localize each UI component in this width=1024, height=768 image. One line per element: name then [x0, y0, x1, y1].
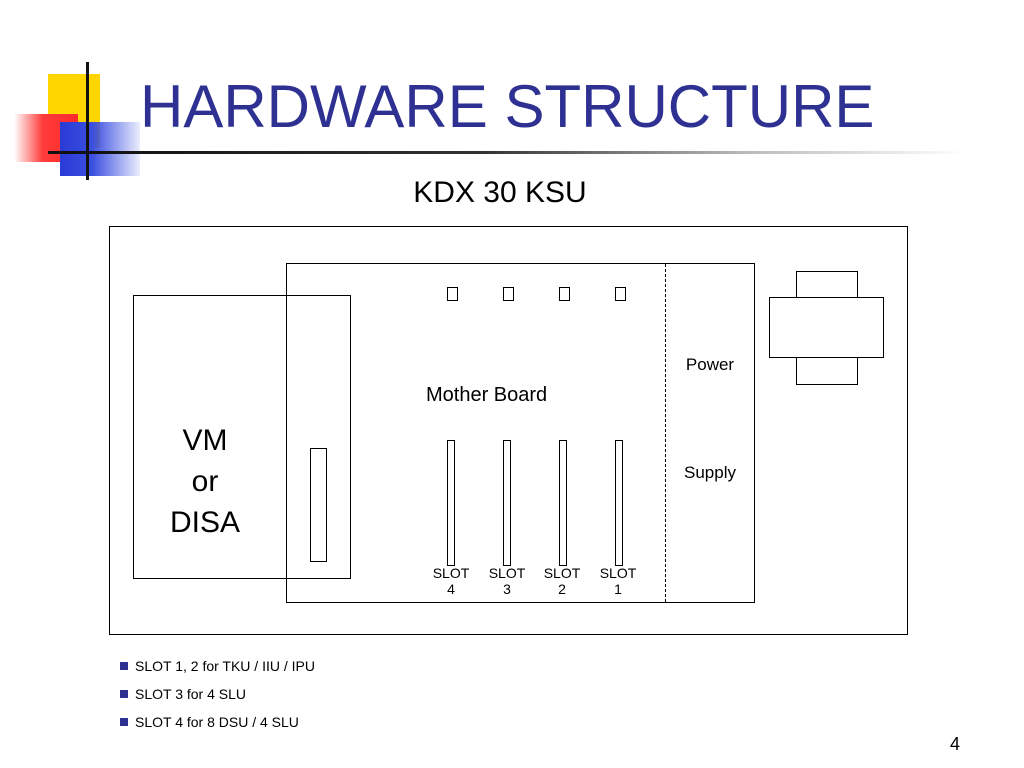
slot-4-num: 4: [447, 581, 455, 597]
vm-connector-bar: [310, 448, 327, 562]
note-text: SLOT 4 for 8 DSU / 4 SLU: [135, 714, 299, 730]
logo-blue-square: [60, 122, 140, 176]
list-item: SLOT 4 for 8 DSU / 4 SLU: [120, 708, 315, 736]
slot-4-led-icon: [447, 287, 458, 301]
slot-3-num: 3: [503, 581, 511, 597]
slot-3-label: SLOT 3: [482, 565, 532, 597]
list-item: SLOT 3 for 4 SLU: [120, 680, 315, 708]
slot-3-led-icon: [503, 287, 514, 301]
slot-2-label: SLOT 2: [537, 565, 587, 597]
vm-disa-label: VM or DISA: [150, 420, 260, 543]
list-item: SLOT 1, 2 for TKU / IIU / IPU: [120, 652, 315, 680]
slot-1-led-icon: [615, 287, 626, 301]
slot-1-label: SLOT 1: [593, 565, 643, 597]
logo-vertical-line: [86, 62, 89, 180]
slot-1-word: SLOT: [599, 565, 637, 581]
slot-2-num: 2: [558, 581, 566, 597]
bullet-square-icon: [120, 690, 128, 698]
slot-4-word: SLOT: [432, 565, 470, 581]
vm-label-line-1: VM: [182, 424, 228, 457]
page-number: 4: [950, 734, 961, 754]
bullet-square-icon: [120, 662, 128, 670]
note-text: SLOT 3 for 4 SLU: [135, 686, 247, 702]
slot-2-word: SLOT: [543, 565, 581, 581]
mother-board-label: Mother Board: [426, 384, 548, 406]
bullet-square-icon: [120, 718, 128, 726]
vm-label-line-2: or: [191, 465, 219, 498]
supply-label: Supply: [684, 463, 736, 482]
slot-2-led-icon: [559, 287, 570, 301]
note-text: SLOT 1, 2 for TKU / IIU / IPU: [135, 658, 315, 674]
diagram-subtitle: KDX 30 KSU: [413, 176, 587, 209]
connector-block: [769, 297, 884, 358]
vm-label-line-3: DISA: [169, 506, 241, 539]
slot-4-bar: [447, 440, 455, 566]
power-label: Power: [685, 355, 735, 374]
vm-disa-box: [133, 295, 351, 579]
slot-3-word: SLOT: [488, 565, 526, 581]
slot-1-num: 1: [614, 581, 622, 597]
power-supply-divider: [665, 264, 666, 602]
slot-1-bar: [615, 440, 623, 566]
slide-title: HARDWARE STRUCTURE: [140, 73, 875, 140]
slot-notes-list: SLOT 1, 2 for TKU / IIU / IPU SLOT 3 for…: [120, 652, 315, 736]
slot-3-bar: [503, 440, 511, 566]
slot-2-bar: [559, 440, 567, 566]
mother-board-box: [286, 263, 755, 603]
title-rule: [88, 151, 968, 154]
ksu-outer-frame: [109, 226, 908, 635]
logo-horizontal-line: [48, 151, 108, 154]
slot-4-label: SLOT 4: [426, 565, 476, 597]
